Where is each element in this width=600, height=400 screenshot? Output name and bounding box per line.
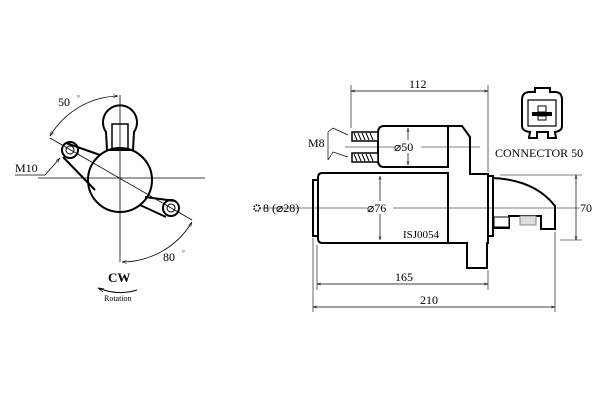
mount-ear-left xyxy=(61,141,79,159)
m8-label: M8 xyxy=(308,136,325,150)
dim-210-label: 210 xyxy=(420,293,438,307)
stud-threads xyxy=(353,132,374,162)
degree-mark: ° xyxy=(77,94,80,102)
thread-m10-label: M10 xyxy=(15,161,38,175)
stud-upper xyxy=(351,131,379,142)
teeth-label: 8 (⌀28) xyxy=(263,201,299,215)
connector-terminal xyxy=(532,112,552,116)
connector-inner xyxy=(527,99,557,127)
front-view: 112 165 210 70 ⌀50 ⌀76 M8 8 (⌀28) ISJ005… xyxy=(253,77,592,312)
dim-112-label: 112 xyxy=(409,77,427,91)
side-view: 50 ° 80 ° M10 CW Rotation xyxy=(15,94,205,303)
angle-50-label: 50 xyxy=(58,95,70,109)
dim-165-label: 165 xyxy=(395,270,413,284)
mount-hole-right xyxy=(166,203,176,213)
mount-ear-right xyxy=(162,199,180,217)
connector-pin xyxy=(537,105,547,113)
solenoid-shaft xyxy=(111,123,129,150)
rotation-arrow xyxy=(98,287,138,294)
nose-ring xyxy=(487,175,494,237)
dim-70-label: 70 xyxy=(580,201,592,215)
motor-body-circle xyxy=(87,147,153,213)
motor-body xyxy=(317,172,449,244)
mount-hole-left xyxy=(65,145,75,155)
m8-leaders xyxy=(327,127,349,161)
angle-80-label: 80 xyxy=(163,250,175,264)
connector-diagram: CONNECTOR 50 xyxy=(495,87,583,160)
connector-label: CONNECTOR 50 xyxy=(495,146,583,160)
connector-outline xyxy=(521,87,563,139)
m10-leader xyxy=(15,158,60,176)
rotation-label: Rotation xyxy=(104,294,132,303)
angle-arc-50 xyxy=(50,96,118,136)
degree-mark: ° xyxy=(182,249,185,257)
angle-arc-80 xyxy=(122,222,192,262)
connector-pin-lower xyxy=(537,115,547,121)
stud-lower xyxy=(351,152,379,163)
gear-icon xyxy=(253,204,261,212)
pinion xyxy=(493,216,510,228)
mounting-flange xyxy=(448,125,489,269)
mount-arms xyxy=(62,142,176,218)
cw-label: CW xyxy=(108,270,130,285)
pinion-teeth xyxy=(519,215,537,226)
part-number: ISJ0054 xyxy=(403,229,440,241)
dia-76-label: ⌀76 xyxy=(367,201,386,215)
dia-50-label: ⌀50 xyxy=(394,140,413,154)
